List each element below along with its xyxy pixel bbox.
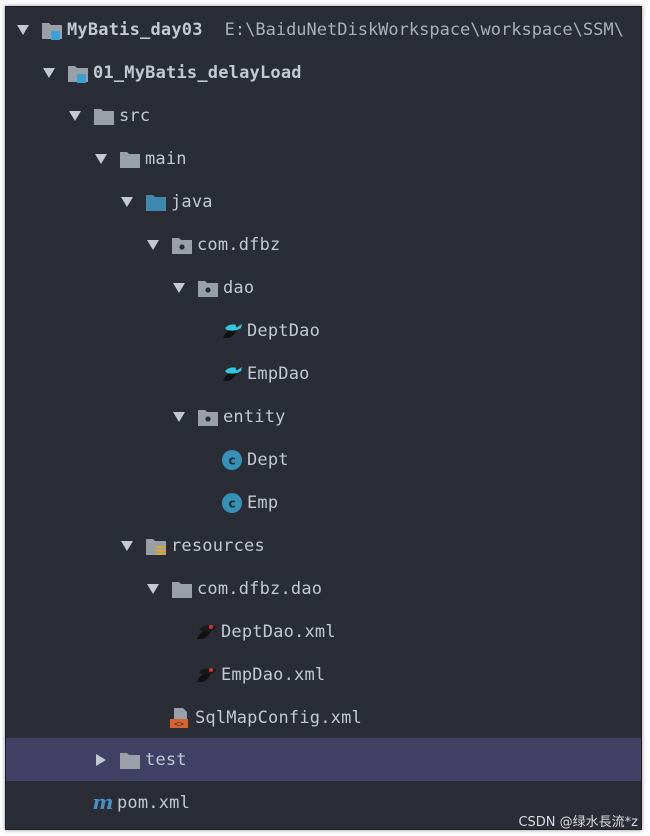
tree-row-emp[interactable]: c Emp: [6, 481, 641, 524]
svg-text:<>: <>: [174, 719, 184, 728]
res-package-label: com.dfbz.dao: [197, 578, 323, 599]
folder-icon: [93, 105, 115, 127]
tree-row-project[interactable]: MyBatis_day03 E:\BaiduNetDiskWorkspace\w…: [6, 8, 641, 51]
tree-row-pom[interactable]: m pom.xml: [6, 781, 641, 824]
tree-row-deptdao[interactable]: DeptDao: [6, 309, 641, 352]
xml-config-icon: <>: [169, 707, 191, 729]
tree-row-module[interactable]: 01_MyBatis_delayLoad: [6, 51, 641, 94]
resources-root-icon: [145, 535, 167, 557]
java-label: java: [171, 191, 213, 212]
watermark: CSDN @绿水長流*z: [518, 815, 638, 830]
maven-icon: m: [91, 792, 113, 814]
triangle-down-icon[interactable]: [121, 196, 133, 208]
tree-row-res-package[interactable]: com.dfbz.dao: [6, 567, 641, 610]
tree-row-test[interactable]: test: [6, 738, 641, 781]
module-folder-icon: [67, 62, 89, 84]
triangle-down-icon[interactable]: [43, 67, 55, 79]
dept-label: Dept: [247, 449, 289, 470]
module-name: 01_MyBatis_delayLoad: [93, 62, 302, 83]
deptdao-xml-label: DeptDao.xml: [221, 621, 336, 642]
mybatis-bird-icon: [221, 363, 243, 385]
pom-label: pom.xml: [117, 792, 191, 813]
main-label: main: [145, 148, 187, 169]
project-tree-panel: MyBatis_day03 E:\BaiduNetDiskWorkspace\w…: [5, 6, 642, 830]
triangle-down-icon[interactable]: [147, 583, 159, 595]
triangle-down-icon[interactable]: [173, 282, 185, 294]
triangle-down-icon[interactable]: [69, 110, 81, 122]
src-label: src: [119, 105, 151, 126]
module-folder-icon: [41, 19, 63, 41]
tree-row-resources[interactable]: resources: [6, 524, 641, 567]
tree-row-dao[interactable]: dao: [6, 266, 641, 309]
class-icon: c: [221, 449, 243, 471]
triangle-down-icon[interactable]: [121, 540, 133, 552]
project-name: MyBatis_day03: [67, 19, 203, 40]
svg-text:c: c: [228, 453, 235, 467]
dao-label: dao: [223, 277, 255, 298]
triangle-right-icon[interactable]: [95, 753, 107, 766]
deptdao-label: DeptDao: [247, 320, 321, 341]
mybatis-xml-icon: [195, 664, 217, 686]
source-root-icon: [145, 191, 167, 213]
resources-label: resources: [171, 535, 265, 556]
empdao-xml-label: EmpDao.xml: [221, 664, 326, 685]
tree-row-package-main[interactable]: com.dfbz: [6, 223, 641, 266]
emp-label: Emp: [247, 492, 279, 513]
package-icon: [197, 406, 219, 428]
empdao-label: EmpDao: [247, 363, 310, 384]
tree-row-empdao-xml[interactable]: EmpDao.xml: [6, 653, 641, 696]
triangle-down-icon[interactable]: [17, 24, 29, 36]
sqlmapconfig-label: SqlMapConfig.xml: [195, 707, 362, 728]
tree-row-entity[interactable]: entity: [6, 395, 641, 438]
entity-label: entity: [223, 406, 286, 427]
folder-icon: [171, 578, 193, 600]
tree-row-src[interactable]: src: [6, 94, 641, 137]
package-icon: [197, 277, 219, 299]
tree-row-java[interactable]: java: [6, 180, 641, 223]
triangle-down-icon[interactable]: [147, 239, 159, 251]
mybatis-bird-icon: [221, 320, 243, 342]
project-path: E:\BaiduNetDiskWorkspace\workspace\SSM\: [224, 19, 624, 40]
svg-text:m: m: [92, 792, 113, 814]
folder-icon: [119, 749, 141, 771]
tree-row-main[interactable]: main: [6, 137, 641, 180]
triangle-down-icon[interactable]: [95, 153, 107, 165]
svg-text:c: c: [228, 496, 235, 510]
package-main-label: com.dfbz: [197, 234, 281, 255]
package-icon: [171, 234, 193, 256]
tree-row-deptdao-xml[interactable]: DeptDao.xml: [6, 610, 641, 653]
class-icon: c: [221, 492, 243, 514]
folder-icon: [119, 148, 141, 170]
triangle-down-icon[interactable]: [173, 411, 185, 423]
tree-row-empdao[interactable]: EmpDao: [6, 352, 641, 395]
test-label: test: [145, 749, 187, 770]
tree-row-dept[interactable]: c Dept: [6, 438, 641, 481]
tree-row-sqlmapconfig[interactable]: <> SqlMapConfig.xml: [6, 696, 641, 739]
mybatis-xml-icon: [195, 621, 217, 643]
